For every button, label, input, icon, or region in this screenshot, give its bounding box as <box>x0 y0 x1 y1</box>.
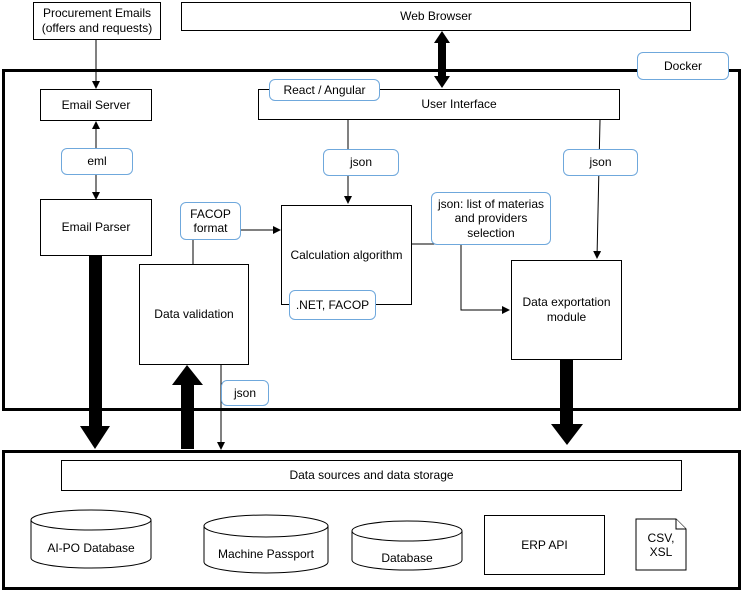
docker-tag: Docker <box>637 52 729 80</box>
db-shapes <box>30 509 687 574</box>
database-label: Database <box>381 551 433 565</box>
thick-arrow-parser-to-storage <box>80 256 110 449</box>
json-validation-label: json <box>233 385 256 400</box>
erp-api-box: ERP API <box>484 515 605 575</box>
data-sources-label: Data sources and data storage <box>289 468 454 482</box>
thick-arrow-storage-to-validation <box>172 365 203 449</box>
eml-label: eml <box>87 154 107 169</box>
erp-api-label: ERP API <box>521 537 568 552</box>
thick-arrow-export-to-storage <box>551 360 583 445</box>
web-browser-box: Web Browser <box>181 2 691 31</box>
eml-tag: eml <box>61 148 133 175</box>
react-angular-tag: React / Angular <box>269 79 380 101</box>
data-sources-box: Data sources and data storage <box>61 460 682 491</box>
procurement-emails-label: Procurement Emails (offers and requests) <box>41 6 153 35</box>
json-ui-export-tag: json <box>563 149 638 176</box>
data-storage-container <box>2 450 741 590</box>
machine-passport-shape <box>203 514 329 574</box>
user-interface-box: User Interface <box>258 89 620 120</box>
facop-format-tag: FACOP format <box>180 202 241 240</box>
json-list-tag: json: list of materias and providers sel… <box>431 192 551 245</box>
data-exportation-label: Data exportation module <box>522 295 611 324</box>
data-validation-box: Data validation <box>139 264 249 365</box>
thick-arrow-browser-ui <box>434 31 450 88</box>
email-parser-box: Email Parser <box>40 199 152 256</box>
csv-document-shape <box>635 518 687 571</box>
data-validation-label: Data validation <box>154 307 234 321</box>
net-facop-label: .NET, FACOP <box>295 297 370 312</box>
email-server-label: Email Server <box>61 97 131 112</box>
aipo-database-label: AI-PO Database <box>47 541 135 555</box>
react-angular-label: React / Angular <box>283 82 366 97</box>
machine-passport-label: Machine Passport <box>217 547 315 561</box>
data-exportation-box: Data exportation module <box>511 260 622 360</box>
json-ui-calc-label: json <box>349 155 372 170</box>
database-shape <box>351 520 463 571</box>
csv-xsl-label: CSV, XSL <box>647 531 675 560</box>
connector-calc-to-export <box>412 243 510 314</box>
calculation-algorithm-label: Calculation algorithm <box>290 247 403 262</box>
docker-container <box>2 69 741 411</box>
calculation-algorithm-box: Calculation algorithm <box>281 205 412 305</box>
json-validation-tag: json <box>221 380 269 406</box>
aipo-database-shape <box>30 509 152 569</box>
procurement-emails-box: Procurement Emails (offers and requests) <box>33 2 161 40</box>
json-list-label: json: list of materias and providers sel… <box>437 196 545 240</box>
email-server-box: Email Server <box>40 89 152 121</box>
json-ui-export-label: json <box>589 155 612 170</box>
json-ui-calc-tag: json <box>323 149 399 176</box>
net-facop-tag: .NET, FACOP <box>289 290 376 320</box>
facop-format-label: FACOP format <box>190 206 231 235</box>
user-interface-label: User Interface <box>421 97 497 111</box>
web-browser-label: Web Browser <box>400 9 472 23</box>
email-parser-label: Email Parser <box>61 220 131 234</box>
docker-label: Docker <box>663 58 702 73</box>
connector-ui-to-export <box>593 119 602 259</box>
